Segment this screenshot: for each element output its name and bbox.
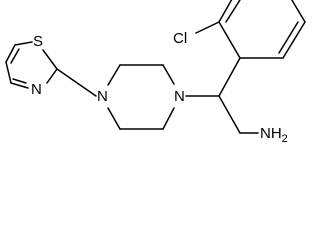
- amine-label: NH2: [260, 125, 288, 145]
- bond-drawing: [5, 0, 306, 134]
- piperazine-n4-label: N: [174, 88, 185, 105]
- c-cl-bond: [195, 21, 220, 34]
- chlorine-label: Cl: [173, 30, 188, 47]
- thiazole-ring: [5, 41, 58, 89]
- thiazole-piperazine-bond: [56, 68, 97, 97]
- ch-ch2-bond: [218, 95, 241, 134]
- amine-subscript: 2: [281, 133, 288, 145]
- piperazine-n1-label: N: [97, 88, 108, 105]
- benzene-ring: [218, 0, 306, 59]
- piperazine-ring: [107, 64, 175, 130]
- thiazole-nitrogen-label: N: [31, 81, 42, 98]
- structure-canvas: Cl S N N N NH2: [5, 0, 306, 145]
- ch-phenyl-bond: [218, 57, 241, 97]
- sulfur-label: S: [33, 33, 44, 50]
